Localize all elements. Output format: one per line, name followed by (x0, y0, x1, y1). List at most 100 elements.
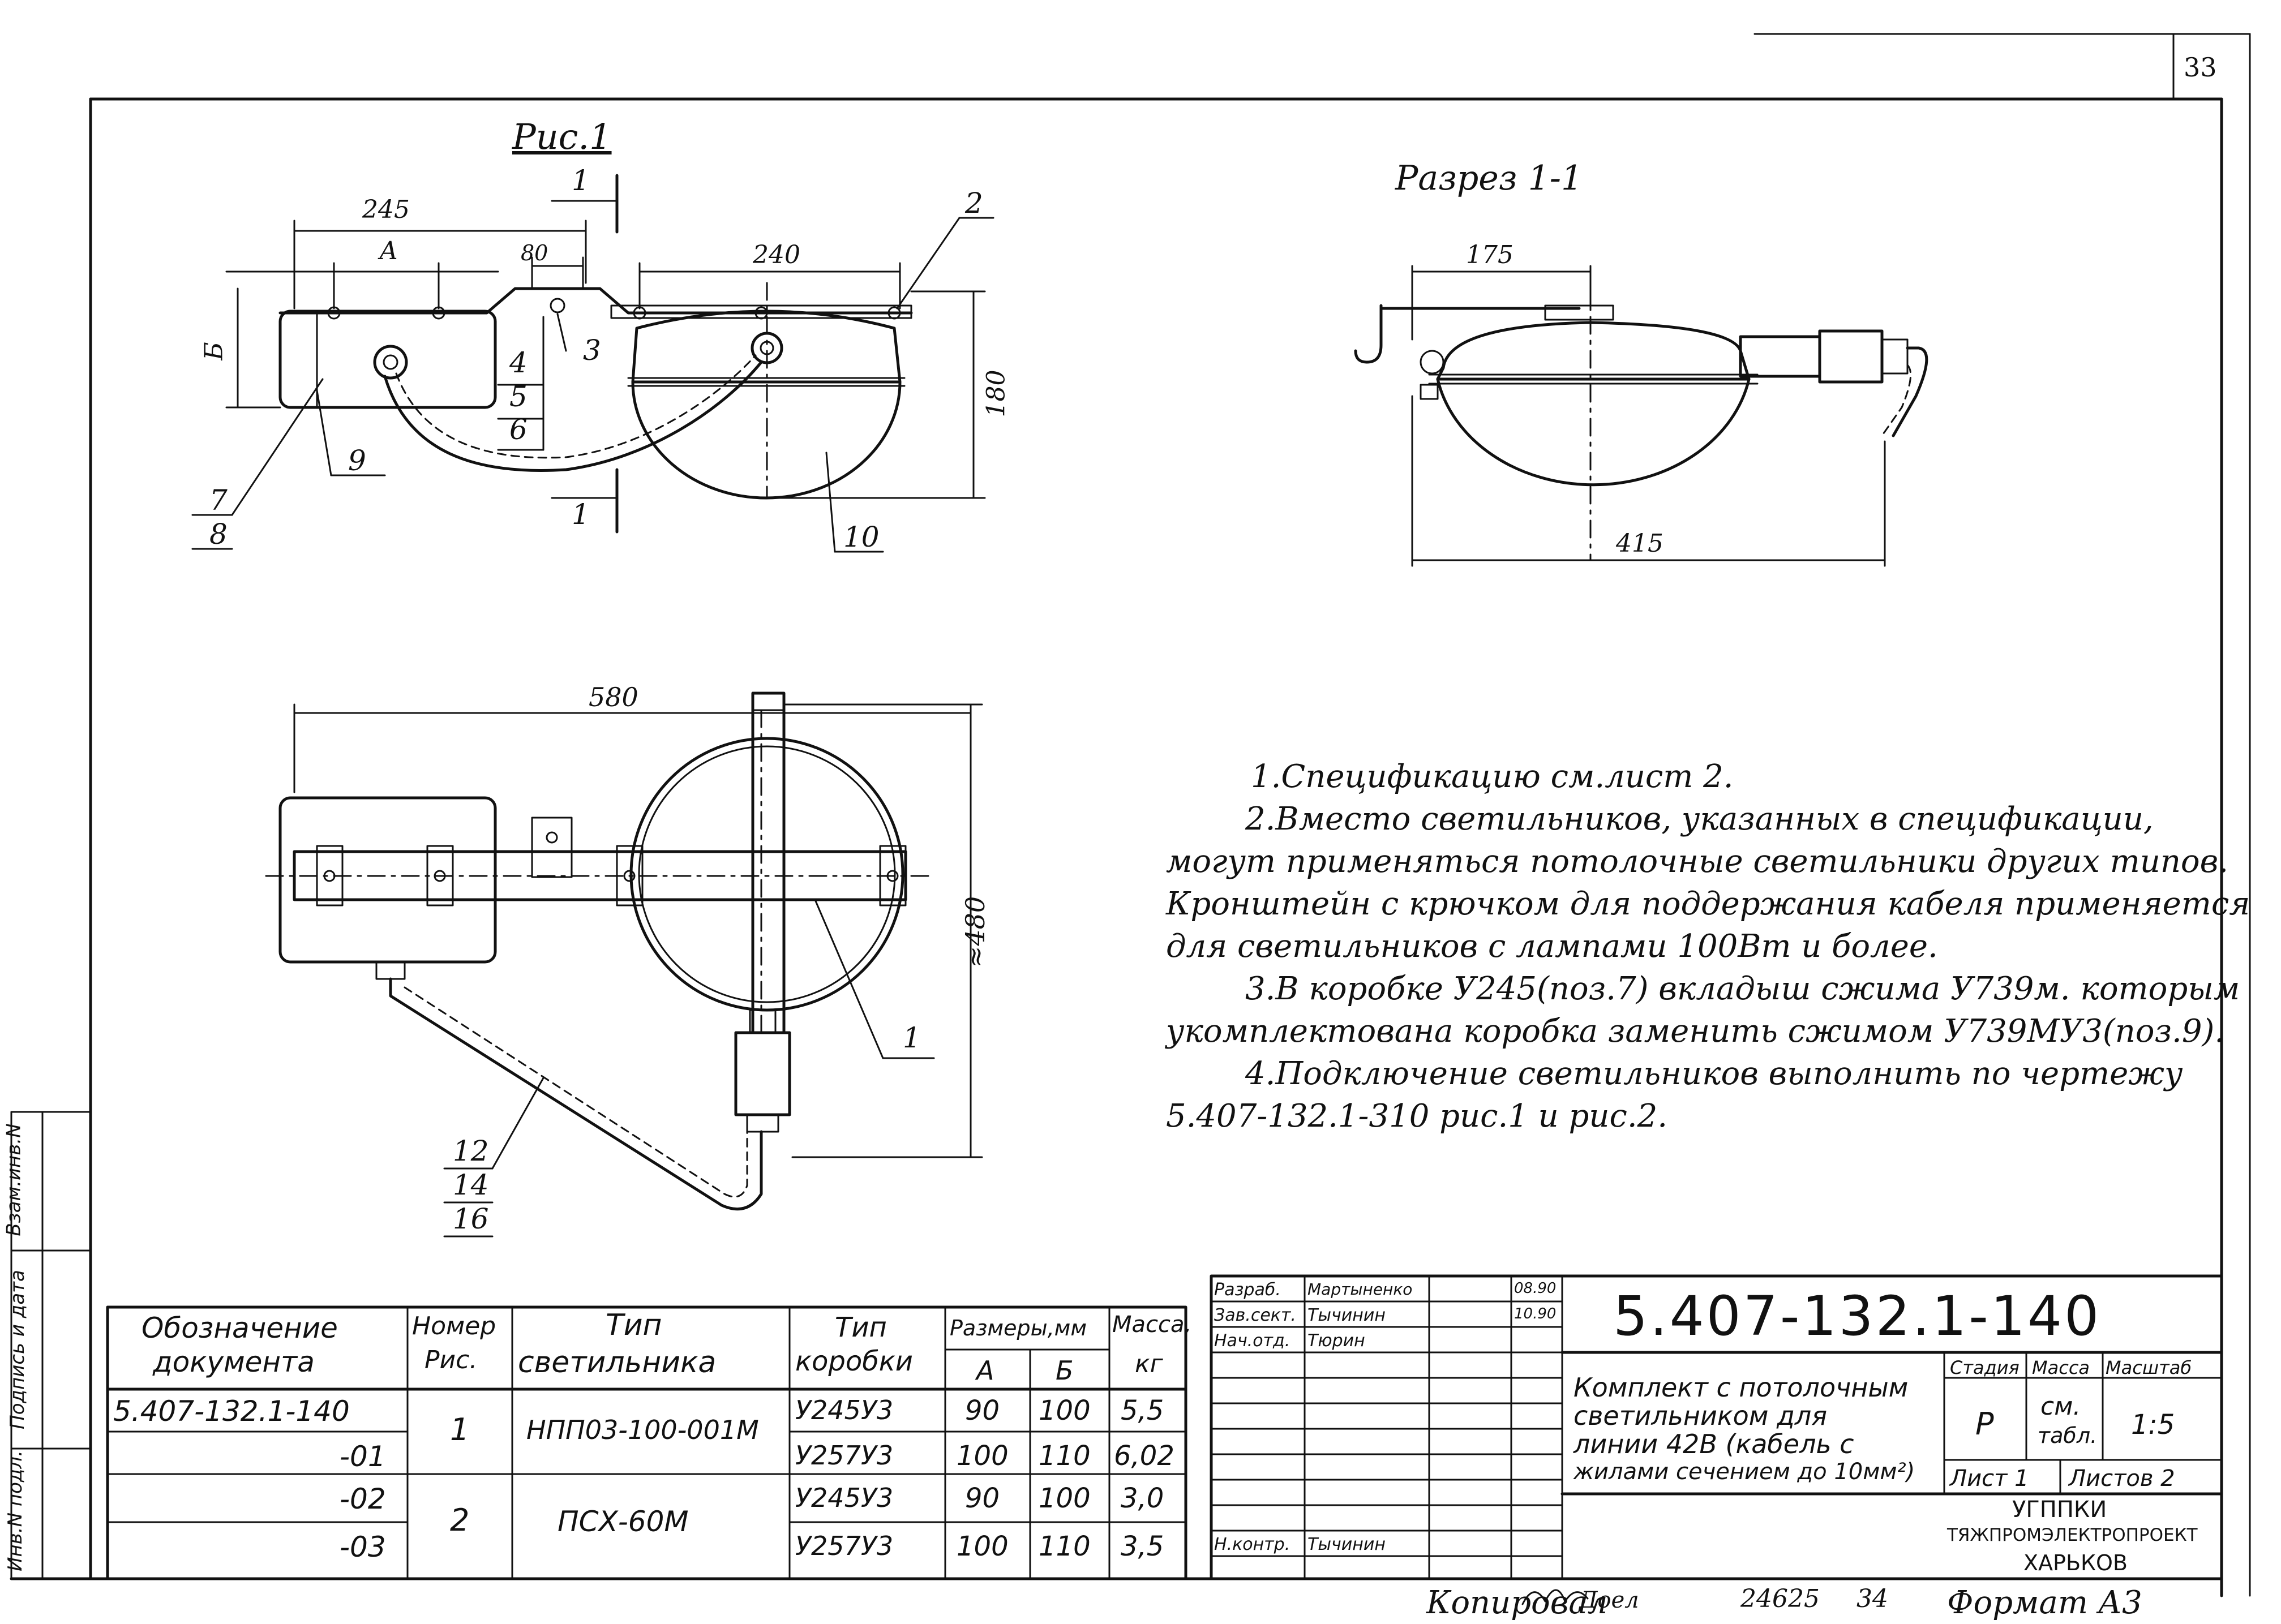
note-line-5: для светильников с лампами 100Вт и более… (1166, 928, 1938, 965)
callout-14: 14 (453, 1168, 489, 1201)
row3-b: 100 (1039, 1483, 1091, 1514)
th-mass-1: Масса, (1112, 1312, 1192, 1338)
footer-page: 34 (1856, 1584, 1888, 1613)
dim-175: 175 (1466, 240, 1513, 269)
th-fig-1: Номер (412, 1312, 496, 1341)
callout-1: 1 (903, 1021, 921, 1054)
role-1-name: Мартыненко (1307, 1280, 1413, 1299)
dim-415: 415 (1616, 529, 1663, 558)
row2-box: У257У3 (795, 1440, 894, 1471)
note-line-9: 5.407-132.1-310 рис.1 и рис.2. (1166, 1098, 1668, 1135)
role-3-name: Тюрин (1307, 1331, 1365, 1351)
side-stamp-replace: Взам.инв.N (2, 1123, 25, 1236)
group2-fig: 2 (450, 1502, 470, 1538)
side-stamp-strip (10, 1111, 92, 1580)
section-drawing (1354, 265, 1928, 567)
dim-240: 240 (753, 240, 800, 269)
desc-line-1: Комплект с потолочным (1573, 1372, 1909, 1403)
group1-fig: 1 (450, 1412, 470, 1447)
role-3: Нач.отд. (1214, 1331, 1290, 1351)
th-type-1: Тип (606, 1308, 662, 1342)
sheet-number: 33 (2184, 52, 2217, 83)
row4-a: 100 (957, 1531, 1009, 1562)
row2-b: 110 (1039, 1440, 1091, 1472)
group2-type: ПСХ-60М (558, 1505, 689, 1538)
row1-mass: 5,5 (1121, 1395, 1164, 1427)
role-2-date: 10.90 (1514, 1305, 1557, 1322)
control-role: Н.контр. (1214, 1535, 1290, 1554)
th-box-2: коробки (795, 1346, 913, 1377)
row4-doc: -03 (340, 1531, 386, 1563)
desc-line-3: линии 42В (кабель с (1573, 1429, 1854, 1459)
th-doc-1: Обозначение (142, 1312, 338, 1344)
dim-b: Б (199, 342, 229, 360)
section-mark-bottom: 1 (572, 498, 590, 531)
callout-4: 4 (509, 346, 528, 379)
note-line-1: 1.Спецификацию см.лист 2. (1251, 758, 1734, 795)
dim-580: 580 (589, 682, 638, 712)
fig1-title: Рис.1 (512, 116, 612, 157)
stage-value: Р (1975, 1406, 1994, 1442)
section-mark-top: 1 (572, 164, 590, 197)
footer-signature (1521, 1589, 1589, 1605)
th-type-2: светильника (518, 1346, 717, 1380)
th-fig-2: Рис. (425, 1346, 478, 1374)
callout-7: 7 (209, 484, 228, 517)
stage-label: Стадия (1950, 1357, 2020, 1378)
callout-5: 5 (509, 380, 528, 413)
plan-drawing (265, 691, 983, 1238)
dim-80: 80 (521, 240, 548, 265)
note-line-8: 4.Подключение светильников выполнить по … (1245, 1055, 2183, 1092)
note-line-7: укомплектована коробка заменить сжимом У… (1166, 1013, 2225, 1050)
th-size-b: Б (1056, 1355, 1074, 1386)
section-title: Разрез 1-1 (1395, 158, 1583, 198)
row4-box: У257У3 (795, 1531, 894, 1561)
row3-doc: -02 (340, 1483, 386, 1515)
dim-245: 245 (362, 195, 410, 224)
org-line-2: ТЯЖПРОМЭЛЕКТРОПРОЕКТ (1947, 1525, 2198, 1545)
desc-line-4: жилами сечением до 10мм²) (1573, 1459, 1915, 1485)
callout-2: 2 (965, 187, 983, 220)
org-line-1: УГППКИ (2012, 1497, 2107, 1523)
row3-mass: 3,0 (1121, 1483, 1164, 1514)
row1-a: 90 (965, 1395, 1000, 1427)
role-2-name: Тычинин (1307, 1305, 1386, 1325)
footer-copied: Копировал (1426, 1584, 1608, 1621)
callout-3: 3 (583, 334, 601, 367)
th-box-1: Тип (835, 1312, 887, 1343)
th-sizes: Размеры,мм (950, 1316, 1087, 1341)
row4-mass: 3,5 (1121, 1531, 1164, 1562)
footer-order: 24625 (1740, 1584, 1820, 1613)
note-line-3: могут применяться потолочные светильники… (1166, 843, 2229, 880)
fig1-drawing (191, 174, 994, 553)
callout-12: 12 (453, 1135, 489, 1167)
group1-type: НПП03-100-001М (526, 1415, 759, 1445)
role-1: Разраб. (1214, 1280, 1281, 1300)
row1-box: У245У3 (795, 1395, 894, 1425)
row2-a: 100 (957, 1440, 1009, 1472)
callout-10: 10 (843, 521, 880, 553)
mass-value-1: см. (2040, 1392, 2081, 1421)
role-1-date: 08.90 (1514, 1280, 1557, 1297)
mass-value-2: табл. (2038, 1423, 2098, 1448)
callout-6: 6 (509, 413, 528, 446)
footer-format: Формат А3 (1947, 1584, 2142, 1621)
note-line-2: 2.Вместо светильников, указанных в специ… (1245, 801, 2154, 837)
note-line-6: 3.В коробке У245(поз.7) вкладыш сжима У7… (1245, 970, 2240, 1007)
row1-b: 100 (1039, 1395, 1091, 1427)
spec-table-grid (106, 1305, 1187, 1580)
scale-label: Масштаб (2106, 1357, 2192, 1378)
th-mass-2: кг (1135, 1350, 1163, 1378)
sheet-label: Лист 1 (1950, 1466, 2029, 1492)
mass-label: Масса (2032, 1357, 2090, 1378)
dim-180: 180 (981, 370, 1011, 418)
footer-signature-text: Доел (1579, 1587, 1639, 1613)
role-2: Зав.сект. (1214, 1305, 1296, 1325)
desc-line-2: светильником для (1573, 1400, 1828, 1431)
row1-doc: 5.407-132.1-140 (113, 1395, 350, 1428)
th-doc-2: документа (153, 1346, 315, 1378)
sheets-label: Листов 2 (2069, 1466, 2175, 1492)
note-line-4: Кронштейн с крючком для поддержания кабе… (1166, 886, 2250, 922)
org-line-3: ХАРЬКОВ (2023, 1550, 2128, 1575)
